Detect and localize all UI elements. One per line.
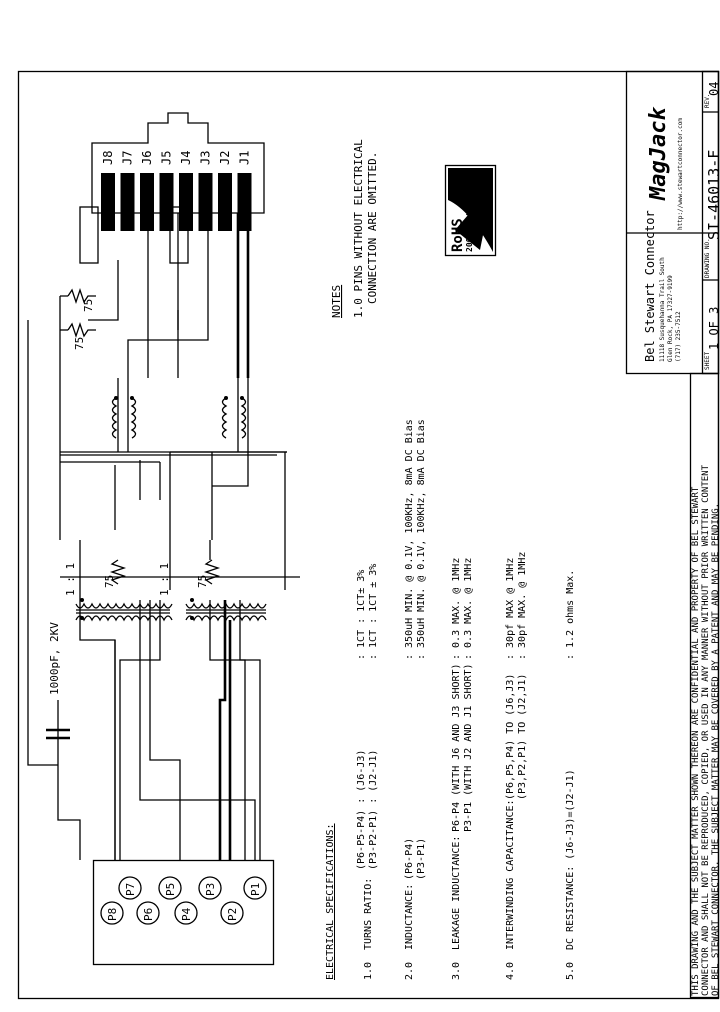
resistor-label-4: 75 bbox=[196, 575, 209, 588]
connector-contact-j7 bbox=[120, 173, 135, 231]
spec-1-num: 1.0 bbox=[363, 962, 374, 980]
spec-3-vb: : 0.3 MAX. @ 1MHz bbox=[463, 558, 474, 660]
spec-2-va: : 350uH MIN. @ 0.1V, 100KHz, 8mA DC Bias bbox=[404, 419, 415, 660]
capacitor-symbol bbox=[46, 700, 70, 740]
spec-3-a: P6-P4 (WITH J6 AND J3 SHORT) bbox=[451, 663, 462, 832]
spec-2-num: 2.0 bbox=[404, 962, 415, 980]
spec-3-va: : 0.3 MAX. @ 1MHz bbox=[451, 558, 462, 660]
spec-3-b: P3-P1 (WITH J2 AND J1 SHORT) bbox=[463, 663, 474, 832]
confidential-line-3: OF BEL STEWART CONNECTOR. THE SUBJECT MA… bbox=[711, 503, 720, 996]
spec-5-label: DC RESISTANCE: (J6-J3)=(J2-J1) bbox=[565, 769, 576, 950]
module-pin-p4 bbox=[174, 901, 198, 925]
connector-contact-j2 bbox=[218, 173, 232, 231]
module-pin-label-p5: P5 bbox=[164, 883, 177, 896]
resistor-label-2: 75 bbox=[82, 299, 95, 312]
company-website: http://www.stewartconnector.com bbox=[677, 118, 684, 230]
rohs-title: RoHS bbox=[450, 218, 466, 252]
connector-contact-j6 bbox=[140, 173, 154, 231]
spec-1-vb: : 1CT : 1CT ± 3% bbox=[368, 564, 379, 660]
module-pin-label-p2: P2 bbox=[226, 908, 239, 921]
module-pin-label-p4: P4 bbox=[180, 907, 193, 921]
spec-1-label: TURNS RATIO: bbox=[363, 878, 374, 950]
drawing-no-value: SI-46013-F bbox=[705, 150, 720, 240]
spec-2-a: (P6-P4) bbox=[404, 838, 415, 880]
module-pin-label-p3: P3 bbox=[204, 883, 217, 896]
spec-1-va: : 1CT : 1CT± 3% bbox=[356, 570, 367, 660]
company-phone: (717) 235-7512 bbox=[675, 311, 682, 362]
confidential-line-1: THIS DRAWING AND THE SUBJECT MATTER SHOW… bbox=[691, 486, 701, 996]
ratio-label-2: 1 : 1 bbox=[158, 563, 171, 596]
connector-pin-label-j1: J1 bbox=[238, 151, 252, 165]
module-pin-p3 bbox=[198, 876, 222, 900]
connector-pin-label-j5: J5 bbox=[160, 151, 174, 165]
spec-2-label: INDUCTANCE: bbox=[404, 884, 415, 950]
connector-contact-j8 bbox=[101, 173, 115, 231]
spec-5-v: : 1.2 ohms Max. bbox=[565, 570, 576, 660]
notes-line-1: 1.0 PINS WITHOUT ELECTRICAL bbox=[352, 139, 365, 318]
spec-4-label: INTERWINDING CAPACITANCE: bbox=[505, 799, 516, 950]
spec-4-a: (P6,P5,P4) TO (J6,J3) bbox=[505, 674, 516, 800]
sheet-label: SHEET bbox=[704, 352, 711, 370]
wiring bbox=[27, 213, 300, 860]
module-pin-p1 bbox=[243, 876, 267, 900]
module-pin-label-p1: P1 bbox=[249, 883, 262, 896]
confidential-line-2: CONNECTOR AND SHALL NOT BE REPRODUCED, C… bbox=[701, 464, 711, 996]
module-pin-p2 bbox=[220, 901, 244, 925]
company-address-2: Glen Rock, PA 17327-9199 bbox=[667, 275, 674, 362]
connector-tab-j5 bbox=[169, 206, 189, 264]
spec-5-num: 5.0 bbox=[565, 962, 576, 980]
spec-2-b: (P3-P1) bbox=[416, 838, 427, 880]
company-name: Bel Stewart Connector bbox=[643, 210, 657, 362]
connector-contact-j5 bbox=[159, 173, 174, 231]
connector-pin-label-j6: J6 bbox=[140, 151, 154, 165]
rj45-connector: J8 J7 J6 J5 J4 J3 J2 J1 bbox=[79, 112, 265, 264]
connector-tab-j8 bbox=[79, 206, 99, 264]
drawing-number-frame bbox=[701, 70, 720, 375]
company-address-1: 11118 Susquehanna Trail South bbox=[659, 257, 666, 362]
connector-pin-label-j4: J4 bbox=[179, 151, 193, 165]
spec-2-vb: : 350uH MIN. @ 0.1V, 100KHz, 8mA DC Bias bbox=[416, 419, 427, 660]
rev-value: 04 bbox=[707, 82, 720, 96]
connector-pin-label-j8: J8 bbox=[101, 151, 115, 165]
rev-label: REV. bbox=[704, 94, 711, 108]
spec-4-vb: : 30pf MAX. @ 1MHz bbox=[517, 552, 528, 660]
spec-4-b: (P3,P2,P1) TO (J2,J1) bbox=[517, 674, 528, 800]
brand-logo: MagJack bbox=[646, 107, 671, 201]
spec-3-label: LEAKAGE INDUCTANCE: bbox=[451, 836, 462, 950]
sheet-value: 1 OF 3 bbox=[707, 307, 720, 350]
notes-heading: NOTES bbox=[330, 285, 343, 318]
resistor-label-1: 75 bbox=[73, 337, 86, 350]
module-pin-p5 bbox=[158, 876, 182, 900]
resistor-label-3: 75 bbox=[103, 575, 116, 588]
connector-pin-label-j3: J3 bbox=[199, 151, 213, 165]
module-pin-label-p7: P7 bbox=[124, 883, 137, 896]
spec-1-a: (P6-P5-P4) : (J6-J3) bbox=[356, 750, 367, 870]
rohs-logo: RoHS 2002/95/EC bbox=[444, 164, 497, 257]
connector-contact-j1 bbox=[237, 173, 252, 231]
notes-line-2: CONNECTION ARE OMITTED. bbox=[366, 152, 379, 304]
capacitor-label: 1000pF, 2KV bbox=[48, 622, 61, 695]
resistor-symbols bbox=[67, 287, 221, 585]
module-pin-p6 bbox=[136, 901, 160, 925]
connector-pin-label-j7: J7 bbox=[121, 151, 135, 165]
specs-heading: ELECTRICAL SPECIFICATIONS: bbox=[325, 823, 336, 980]
connector-pin-label-j2: J2 bbox=[218, 151, 232, 165]
module-pin-label-p6: P6 bbox=[142, 908, 155, 921]
connector-contact-j4 bbox=[179, 173, 193, 231]
transformer-windings bbox=[75, 396, 267, 622]
module-pin-p7 bbox=[118, 876, 142, 900]
drawing-no-label: DRAWING NO. bbox=[704, 238, 711, 278]
spec-1-b: (P3-P2-P1) : (J2-J1) bbox=[368, 750, 379, 870]
spec-4-va: : 30pf MAX @ 1MHz bbox=[505, 558, 516, 660]
rohs-directive: 2002/95/EC bbox=[465, 204, 474, 252]
module-pin-p8 bbox=[100, 901, 124, 925]
ratio-label-1: 1 : 1 bbox=[64, 563, 77, 596]
module-pin-label-p8: P8 bbox=[106, 908, 119, 921]
connector-contact-j3 bbox=[198, 173, 213, 231]
spec-4-num: 4.0 bbox=[505, 962, 516, 980]
spec-3-num: 3.0 bbox=[451, 962, 462, 980]
